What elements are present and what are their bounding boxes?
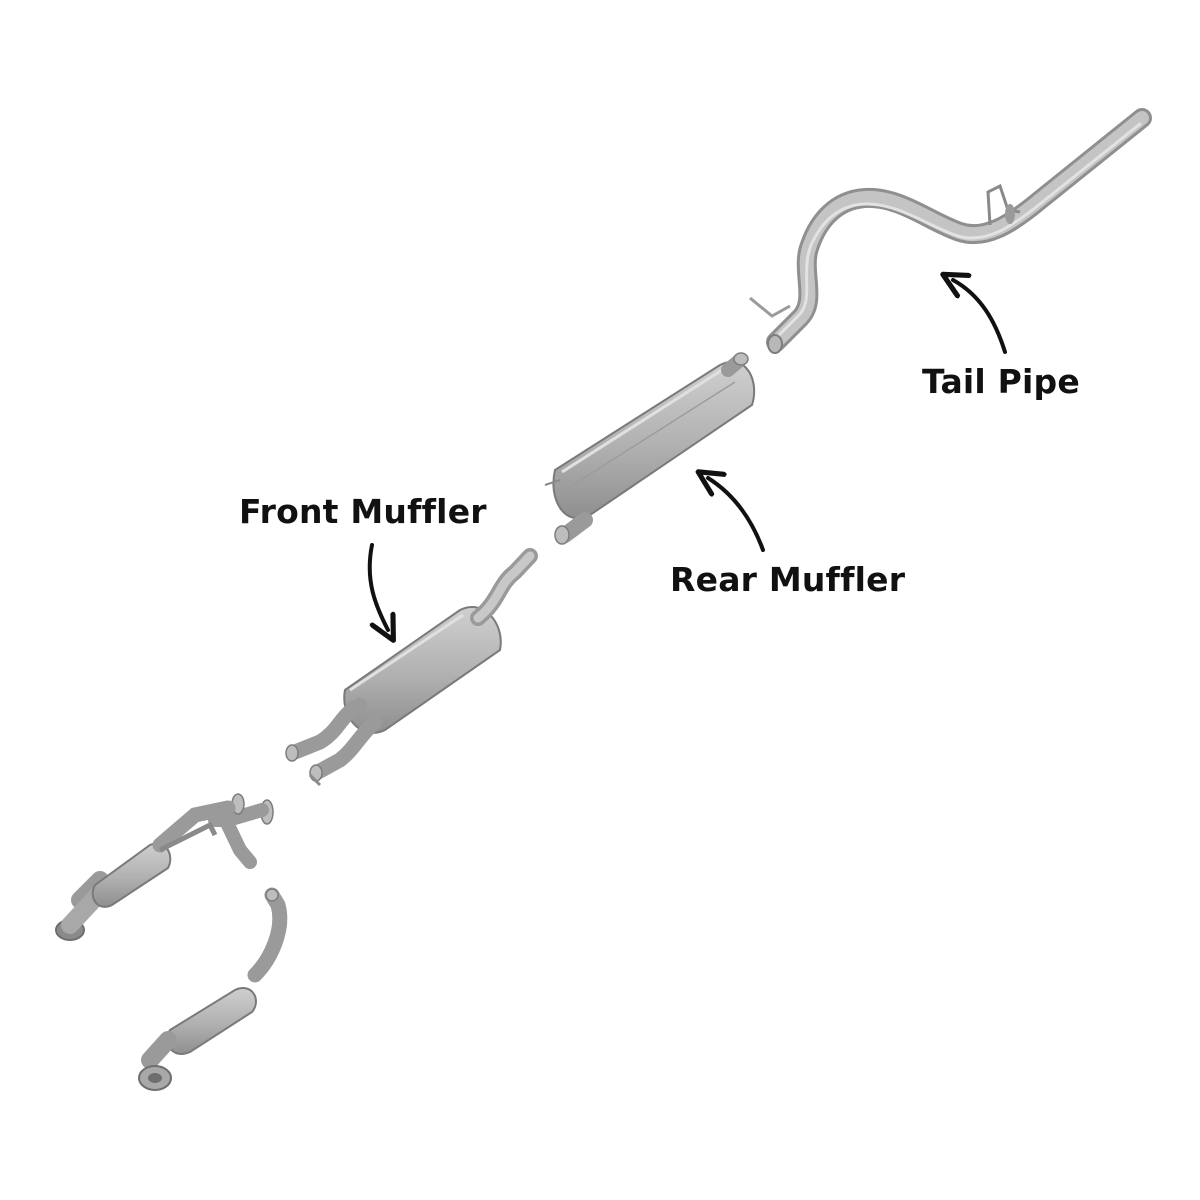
tail-pipe-label: Tail Pipe [922,362,1080,401]
rear-muffler-part [544,352,756,545]
rear-muffler-arrow [708,478,765,552]
catalytic-converter-lower-part [138,887,288,1091]
front-muffler-label: Front Muffler [239,492,487,531]
tail-pipe-part [749,108,1152,354]
front-muffler-arrow [367,543,388,630]
front-muffler-part [285,548,538,787]
tail-pipe-arrow [953,280,1007,354]
y-pipe-connector-part [208,793,274,869]
rear-muffler-label: Rear Muffler [670,560,906,599]
catalytic-converter-upper-part [55,800,236,941]
